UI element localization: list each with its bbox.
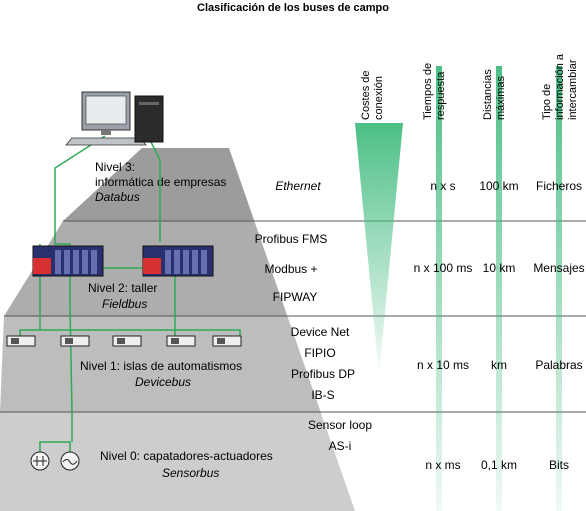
- protocol-as-i: AS-i: [329, 439, 352, 453]
- info-type-bar: [556, 66, 562, 511]
- distancia-level-1: km: [491, 358, 507, 372]
- protocol-ib-s: IB-S: [311, 388, 334, 402]
- svg-text:respuesta: respuesta: [435, 71, 447, 120]
- svg-text:información a: información a: [554, 53, 566, 120]
- protocol-ethernet: Ethernet: [275, 179, 321, 193]
- level-2-bus: Fieldbus: [102, 297, 147, 311]
- level-1-name: Nivel 1: islas de automatismos: [80, 359, 242, 373]
- sensor-icon: [30, 451, 50, 471]
- column-header-distancias: Distancias máximas: [482, 69, 507, 120]
- device-icon: [60, 335, 90, 347]
- protocol-profibus-fms: Profibus FMS: [255, 232, 328, 246]
- device-icon: [112, 335, 142, 347]
- plc-icon: [32, 245, 104, 277]
- level-2-name: Nivel 2: taller: [88, 281, 157, 295]
- protocol-fipio: FIPIO: [304, 346, 335, 360]
- tipo-level-1: Palabras: [535, 358, 582, 372]
- level-3-band: [63, 148, 276, 221]
- tiempo-level-0: n x ms: [425, 458, 460, 472]
- column-header-costes: Costes de conexión: [360, 70, 385, 120]
- tipo-level-2: Mensajes: [533, 261, 584, 275]
- level-0-bus: Sensorbus: [162, 466, 219, 480]
- tipo-level-3: Ficheros: [536, 179, 582, 193]
- svg-text:conexión: conexión: [373, 76, 385, 120]
- svg-text:Distancias: Distancias: [482, 69, 494, 120]
- distancia-level-0: 0,1 km: [481, 458, 517, 472]
- actuator-icon: [60, 451, 80, 471]
- distancia-level-2: 10 km: [483, 261, 516, 275]
- response-time-bar: [436, 66, 442, 511]
- protocol-device-net: Device Net: [291, 325, 350, 339]
- computer-icon: [65, 91, 164, 146]
- column-header-tiempos: Tiempos de respuesta: [422, 63, 447, 120]
- level-1-bus: Devicebus: [135, 375, 191, 389]
- level-3-name-line-1: Nivel 3:: [95, 160, 135, 174]
- tiempo-level-1: n x 10 ms: [417, 358, 469, 372]
- distance-bar: [496, 66, 502, 511]
- column-header-tipo: Tipo de información a intercambiar: [541, 53, 579, 120]
- plc-icon: [142, 245, 214, 277]
- device-icon: [6, 335, 36, 347]
- bus-connections: [19, 135, 241, 461]
- protocol-modbus: Modbus +: [264, 262, 317, 276]
- protocol-sensor-loop: Sensor loop: [308, 418, 372, 432]
- tiempo-level-3: n x s: [430, 179, 455, 193]
- svg-text:intercambiar: intercambiar: [567, 59, 579, 120]
- device-icon: [166, 335, 196, 347]
- device-icon: [212, 335, 242, 347]
- svg-text:máximas: máximas: [495, 75, 507, 120]
- svg-text:Tipo de: Tipo de: [541, 84, 553, 120]
- cost-gradient-triangle: [355, 123, 403, 375]
- level-3-bus: Databus: [95, 190, 140, 204]
- tiempo-level-2: n x 100 ms: [414, 261, 473, 275]
- protocol-profibus-dp: Profibus DP: [291, 367, 355, 381]
- distancia-level-3: 100 km: [479, 179, 518, 193]
- diagram-title: Clasificación de los buses de campo: [197, 2, 389, 14]
- protocol-fipway: FIPWAY: [273, 290, 318, 304]
- svg-text:Tiempos de: Tiempos de: [422, 63, 434, 120]
- tipo-level-0: Bits: [549, 458, 569, 472]
- svg-text:Costes de: Costes de: [360, 70, 372, 120]
- level-0-name: Nivel 0: capatadores-actuadores: [100, 449, 273, 463]
